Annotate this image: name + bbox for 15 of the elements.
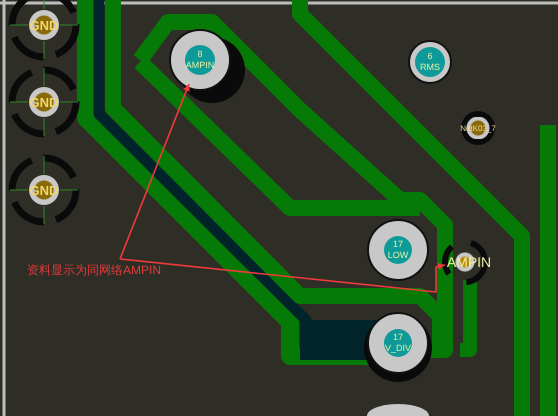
- pin-number: 6: [427, 51, 432, 62]
- net-label: NetK03_7: [460, 124, 496, 132]
- net-label: LOW: [388, 250, 408, 261]
- net-label: RMS: [420, 62, 440, 73]
- arrow: [119, 84, 190, 260]
- net-label: AMPIN: [186, 60, 214, 71]
- arrow: [120, 258, 446, 293]
- pin-number: 17: [392, 239, 403, 250]
- pad: [367, 219, 429, 281]
- net-label: V_DIV: [384, 343, 411, 354]
- pin-number: 17: [392, 332, 403, 343]
- annotation-text: 资料显示为同网络AMPIN: [27, 262, 162, 278]
- pad: [367, 312, 429, 374]
- pad: [408, 40, 452, 84]
- pin-number: 8: [197, 49, 202, 60]
